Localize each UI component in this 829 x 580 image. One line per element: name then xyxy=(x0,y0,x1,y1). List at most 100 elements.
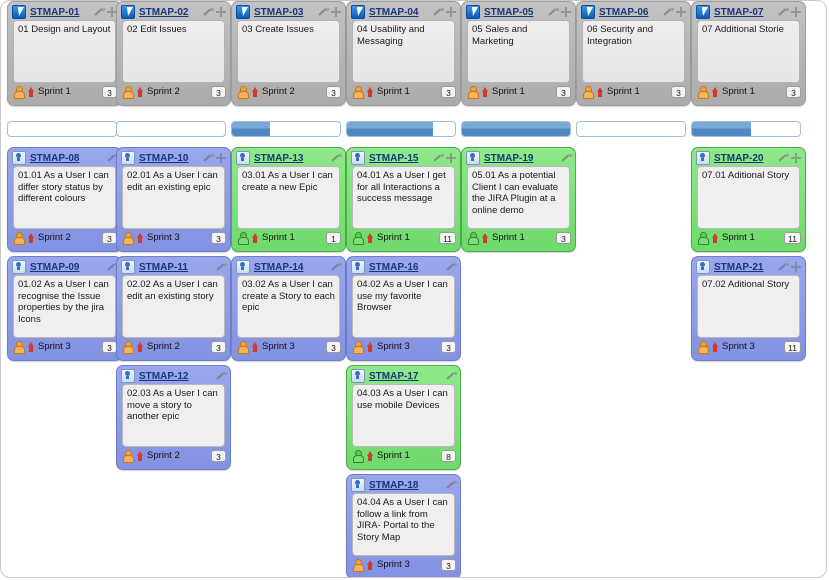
story-card-stmap-15-key-link[interactable]: STMAP-15 xyxy=(369,152,419,164)
story-card-stmap-12-story-points: 3 xyxy=(211,449,226,462)
epic-card-stmap-04-key-link[interactable]: STMAP-04 xyxy=(369,6,419,18)
pencil-icon[interactable] xyxy=(203,153,214,164)
pencil-icon[interactable] xyxy=(216,262,227,273)
pencil-icon[interactable] xyxy=(778,153,789,164)
pencil-icon[interactable] xyxy=(778,7,789,18)
story-card-stmap-19-key-link[interactable]: STMAP-19 xyxy=(484,152,534,164)
story-card-stmap-18-key-link[interactable]: STMAP-18 xyxy=(369,479,419,491)
pencil-icon[interactable] xyxy=(433,153,444,164)
pencil-icon[interactable] xyxy=(778,262,789,273)
story-card-stmap-21-key-link[interactable]: STMAP-21 xyxy=(714,261,764,273)
story-card-stmap-10-key-link[interactable]: STMAP-10 xyxy=(139,152,189,164)
story-card-stmap-20-key-link[interactable]: STMAP-20 xyxy=(714,152,764,164)
story-card-stmap-16-summary: 04.02 As a User I can use my favorite Br… xyxy=(352,275,455,338)
epic-card-stmap-07-actions xyxy=(778,6,802,18)
pencil-icon[interactable] xyxy=(446,262,457,273)
plus-icon[interactable] xyxy=(561,6,572,18)
pencil-icon[interactable] xyxy=(433,7,444,18)
priority-blocker-icon xyxy=(711,232,719,243)
assignee-avatar-icon xyxy=(352,341,364,354)
epic-card-stmap-02-summary: 02 Edit Issues xyxy=(122,20,225,83)
story-card-stmap-12-key-link[interactable]: STMAP-12 xyxy=(139,370,189,382)
progress-cell-6 xyxy=(576,121,691,145)
story-card-stmap-15-header: STMAP-15 xyxy=(347,148,460,166)
assignee-avatar-icon xyxy=(237,232,249,245)
plus-icon[interactable] xyxy=(107,6,118,18)
story-bulb-icon xyxy=(351,151,365,165)
plus-icon[interactable] xyxy=(446,152,457,164)
story-card-stmap-08-key-link[interactable]: STMAP-08 xyxy=(30,152,80,164)
pencil-icon[interactable] xyxy=(216,371,227,382)
story-card-stmap-20-sprint-label: Sprint 1 xyxy=(722,232,755,243)
progress-bar-column-6 xyxy=(576,121,686,137)
epic-card-stmap-01-key-link[interactable]: STMAP-01 xyxy=(30,6,80,18)
plus-icon[interactable] xyxy=(216,152,227,164)
plus-icon[interactable] xyxy=(446,6,457,18)
priority-blocker-icon xyxy=(27,341,35,352)
story-card-stmap-16[interactable]: STMAP-16 04.02 As a User I can use my fav… xyxy=(346,256,461,361)
plus-icon[interactable] xyxy=(216,6,227,18)
pencil-icon[interactable] xyxy=(203,7,214,18)
progress-cell-4 xyxy=(346,121,461,145)
story-card-stmap-19-actions xyxy=(561,153,572,164)
assignee-avatar-icon xyxy=(122,341,134,354)
pencil-icon[interactable] xyxy=(663,7,674,18)
pencil-icon[interactable] xyxy=(331,153,342,164)
story-card-stmap-13-key-link[interactable]: STMAP-13 xyxy=(254,152,304,164)
pencil-icon[interactable] xyxy=(446,480,457,491)
pencil-icon[interactable] xyxy=(548,7,559,18)
plus-icon[interactable] xyxy=(791,261,802,273)
pencil-icon[interactable] xyxy=(561,153,572,164)
story-card-stmap-14-key-link[interactable]: STMAP-14 xyxy=(254,261,304,273)
story-card-stmap-09-key-link[interactable]: STMAP-09 xyxy=(30,261,80,273)
story-card-stmap-17-key-link[interactable]: STMAP-17 xyxy=(369,370,419,382)
story-card-stmap-16-key-link[interactable]: STMAP-16 xyxy=(369,261,419,273)
epic-card-stmap-04-summary: 04 Usability and Messaging xyxy=(352,20,455,83)
pencil-icon[interactable] xyxy=(446,371,457,382)
plus-icon[interactable] xyxy=(791,6,802,18)
story-card-stmap-12-header: STMAP-12 xyxy=(117,366,230,384)
plus-icon[interactable] xyxy=(791,152,802,164)
epic-card-stmap-06-key-link[interactable]: STMAP-06 xyxy=(599,6,649,18)
story-card-stmap-11-key-link[interactable]: STMAP-11 xyxy=(139,261,188,273)
epic-card-stmap-07-key-link[interactable]: STMAP-07 xyxy=(714,6,764,18)
pencil-icon[interactable] xyxy=(331,262,342,273)
story-card-stmap-14-header: STMAP-14 xyxy=(232,257,345,275)
epic-card-stmap-03-key-link[interactable]: STMAP-03 xyxy=(254,6,304,18)
plus-icon[interactable] xyxy=(676,6,687,18)
story-card-stmap-09-sprint-label: Sprint 3 xyxy=(38,341,71,352)
epic-card-stmap-05-key-link[interactable]: STMAP-05 xyxy=(484,6,534,18)
epic-card-stmap-01-header: STMAP-01 xyxy=(8,2,121,20)
epic-card-stmap-02-key-link[interactable]: STMAP-02 xyxy=(139,6,189,18)
pencil-icon[interactable] xyxy=(94,7,105,18)
plus-icon[interactable] xyxy=(331,6,342,18)
pencil-icon[interactable] xyxy=(318,7,329,18)
